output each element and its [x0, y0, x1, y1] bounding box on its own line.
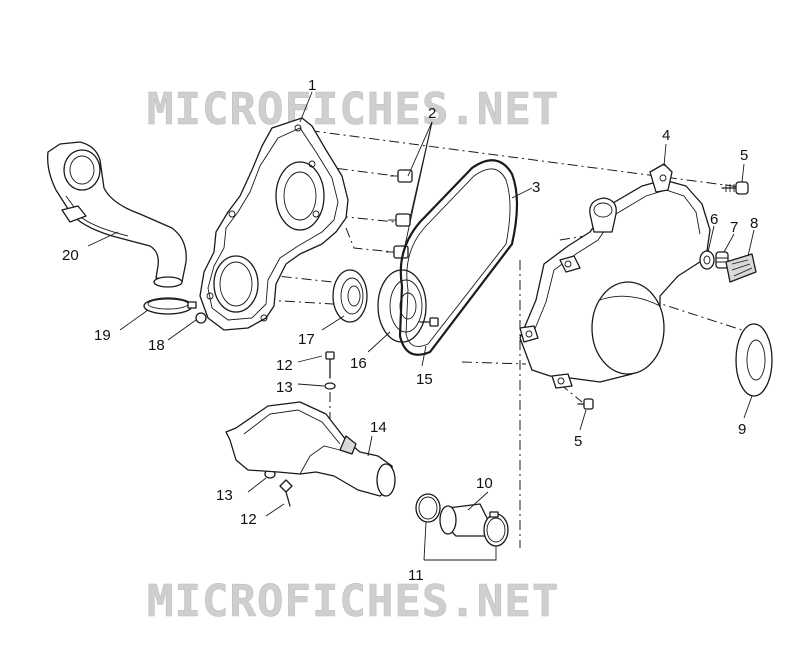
callout-2: 2: [428, 105, 436, 122]
callout-11: 11: [408, 567, 424, 584]
callout-4: 4: [662, 127, 670, 144]
callout-12-upper: 12: [276, 357, 293, 374]
callout-19: 19: [94, 327, 111, 344]
part-17-seal: [332, 269, 368, 323]
part-6-washer: [699, 250, 715, 270]
callout-3: 3: [532, 179, 540, 196]
part-10-boot: [439, 503, 489, 537]
callout-1: 1: [308, 77, 316, 94]
callout-9: 9: [738, 421, 746, 438]
callout-13-upper: 13: [276, 379, 293, 396]
callout-20: 20: [62, 247, 79, 264]
part-13-washer-upper: [324, 382, 336, 390]
part-11-clamp-left: [415, 493, 441, 523]
part-1-inner-cover: [199, 117, 349, 331]
part-8-decal: [725, 253, 757, 283]
part-5-screw-top: [721, 181, 749, 195]
callout-6: 6: [710, 211, 718, 228]
bolt: [388, 213, 411, 227]
watermark-top: MICROFICHES.NET: [147, 84, 559, 135]
callout-14: 14: [370, 419, 387, 436]
part-20-intake-duct: [47, 141, 187, 288]
part-18-nut: [195, 312, 207, 324]
leader-lines: [87, 91, 755, 561]
watermark-bottom: MICROFICHES.NET: [147, 576, 559, 627]
callout-17: 17: [298, 331, 315, 348]
callout-15: 15: [416, 371, 433, 388]
callout-8: 8: [750, 215, 758, 232]
callout-18: 18: [148, 337, 165, 354]
callout-13-lower: 13: [216, 487, 233, 504]
callout-7: 7: [730, 219, 738, 236]
callout-5-top: 5: [740, 147, 748, 164]
part-12-bolt-lower: [279, 479, 293, 507]
bolt: [390, 169, 413, 183]
part-4-outer-cover: [519, 163, 711, 389]
callout-5-bottom: 5: [574, 433, 582, 450]
callout-12-lower: 12: [240, 511, 257, 528]
part-19-hose-clamp: [143, 297, 197, 315]
part-7-plug: [715, 251, 729, 269]
part-2-bolts: [386, 169, 413, 259]
callout-numbers: 1 2 3 4 5 6 7 8 9 5 10 11 12 13 14 13 12…: [62, 77, 758, 584]
callout-10: 10: [476, 475, 493, 492]
part-9-gasket: [735, 323, 773, 397]
callout-16: 16: [350, 355, 367, 372]
part-15-screw: [419, 317, 439, 327]
part-3-drive-belt: [398, 159, 519, 356]
part-5-screw-bottom: [577, 398, 594, 410]
part-12-bolt-upper: [325, 351, 335, 379]
part-14-lower-duct: [225, 401, 396, 497]
part-11-clamp-right: [483, 511, 509, 547]
